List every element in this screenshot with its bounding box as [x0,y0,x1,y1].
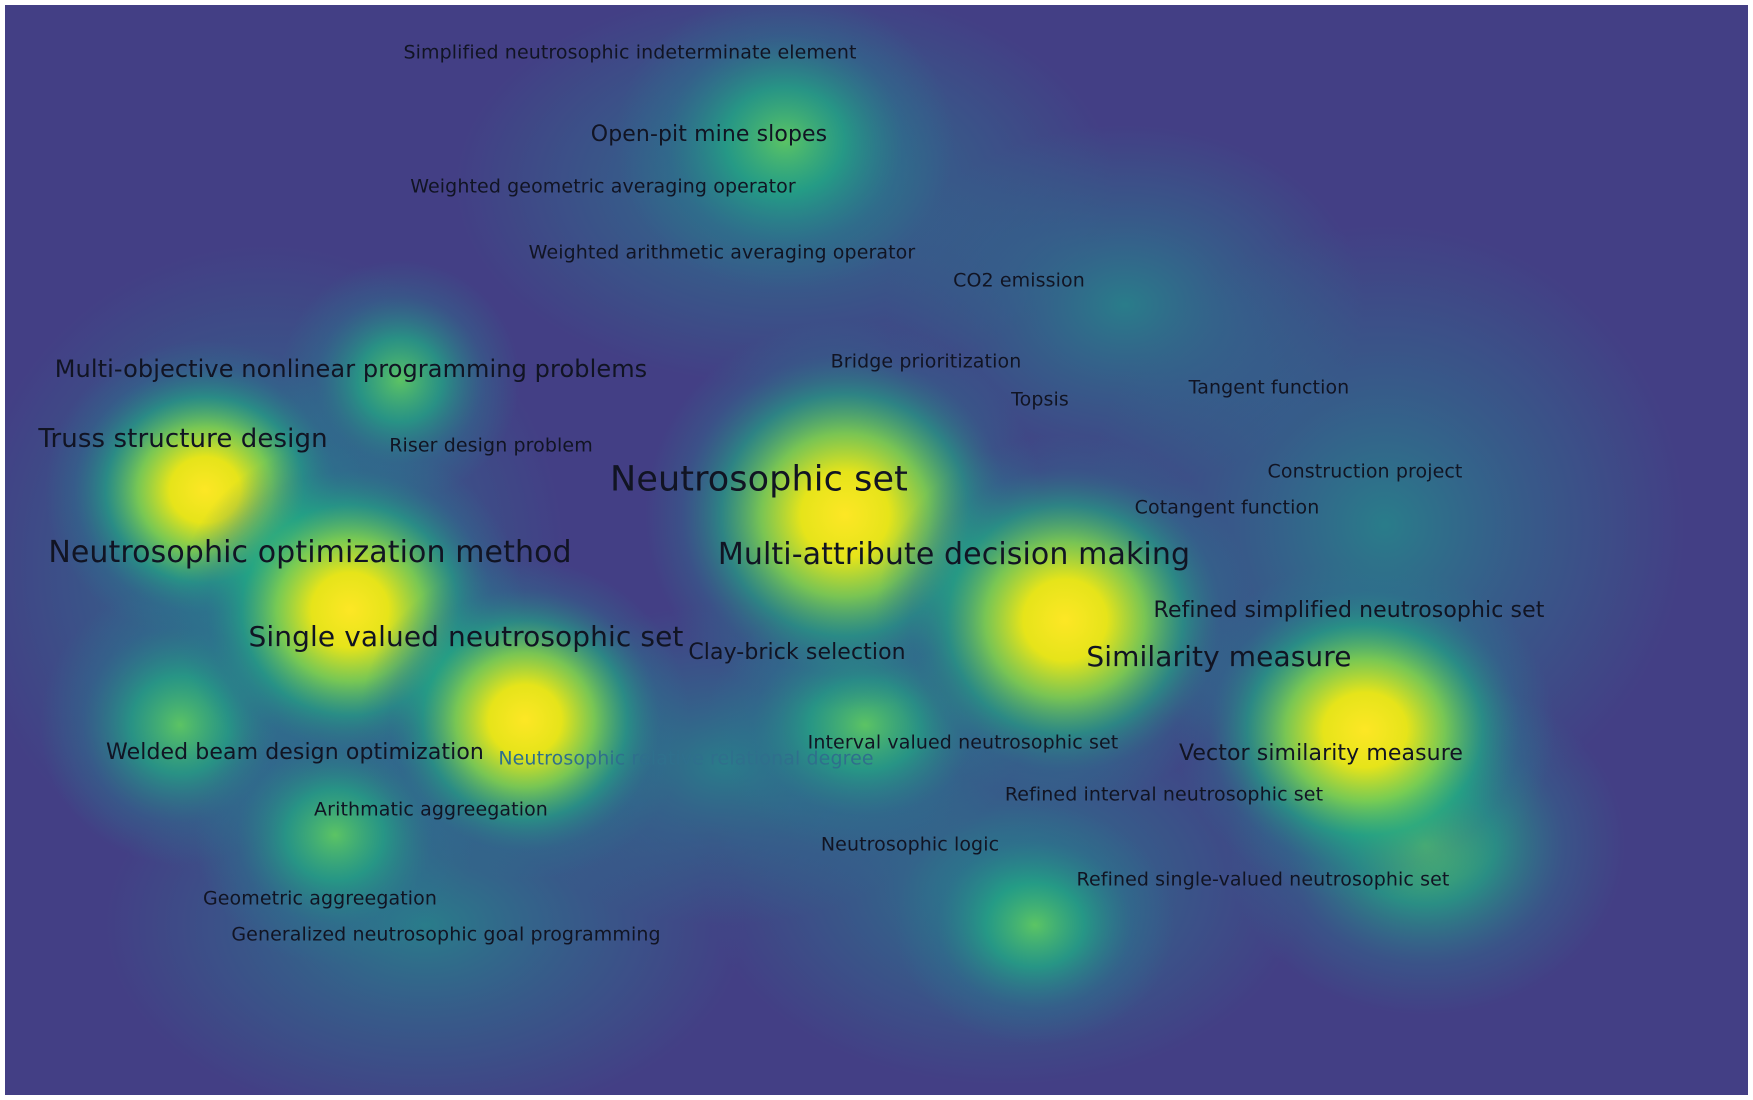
density-blob [895,805,1175,1045]
term-refined-interval-neutrosophic-set: Refined interval neutrosophic set [1004,783,1324,806]
term-open-pit-mine-slopes: Open-pit mine slopes [590,122,828,147]
term-multi-attribute-decision-making: Multi-attribute decision making [717,537,1191,572]
term-vector-similarity-measure: Vector similarity measure [1178,741,1464,766]
term-welded-beam-design-optimization: Welded beam design optimization [106,740,484,765]
density-blob [615,5,955,290]
term-neutrosophic-optimization-method: Neutrosophic optimization method [48,535,572,570]
term-weighted-arithmetic-averaging-operator: Weighted arithmetic averaging operator [528,241,916,264]
term-similarity-measure: Similarity measure [1086,640,1352,673]
term-neutrosophic-relative-relational-degree: Neutrosophic relative relational degree [498,747,874,770]
term-interval-valued-neutrosophic-set: Interval valued neutrosophic set [807,731,1119,754]
term-bridge-prioritization: Bridge prioritization [830,350,1022,373]
term-simplified-neutrosophic-indeterminate-element: Simplified neutrosophic indeterminate el… [403,41,857,64]
term-density-map: Neutrosophic set Multi-attribute decisio… [5,5,1748,1095]
density-blobs [5,5,1685,1095]
term-single-valued-neutrosophic-set: Single valued neutrosophic set [248,620,684,653]
term-truss-structure-design: Truss structure design [38,424,328,454]
term-geometric-aggreegation: Geometric aggreegation [202,887,438,910]
term-arithmatic-aggreegation: Arithmatic aggreegation [314,798,548,821]
term-clay-brick-selection: Clay-brick selection [688,640,906,665]
term-neutrosophic-logic: Neutrosophic logic [820,833,1000,856]
density-blob [1175,560,1555,900]
term-neutrosophic-set: Neutrosophic set [610,459,908,500]
term-generalized-neutrosophic-goal-programming: Generalized neutrosophic goal programmin… [231,923,661,946]
term-topsis: Topsis [1011,388,1069,411]
term-construction-project: Construction project [1267,460,1463,483]
term-multi-objective-nonlinear-programming-problems: Multi-objective nonlinear programming pr… [54,355,648,383]
density-heat-layer [5,5,1685,1095]
term-tangent-function: Tangent function [1188,376,1350,399]
term-weighted-geometric-averaging-operator: Weighted geometric averaging operator [410,175,796,198]
term-refined-single-valued-neutrosophic-set: Refined single-valued neutrosophic set [1076,868,1450,891]
term-refined-simplified-neutrosophic-set: Refined simplified neutrosophic set [1153,598,1545,623]
term-riser-design-problem: Riser design problem [389,434,593,457]
term-cotangent-function: Cotangent function [1134,496,1320,519]
density-blob [360,560,690,880]
density-blob [875,435,1255,805]
term-co2-emission: CO2 emission [953,269,1085,292]
